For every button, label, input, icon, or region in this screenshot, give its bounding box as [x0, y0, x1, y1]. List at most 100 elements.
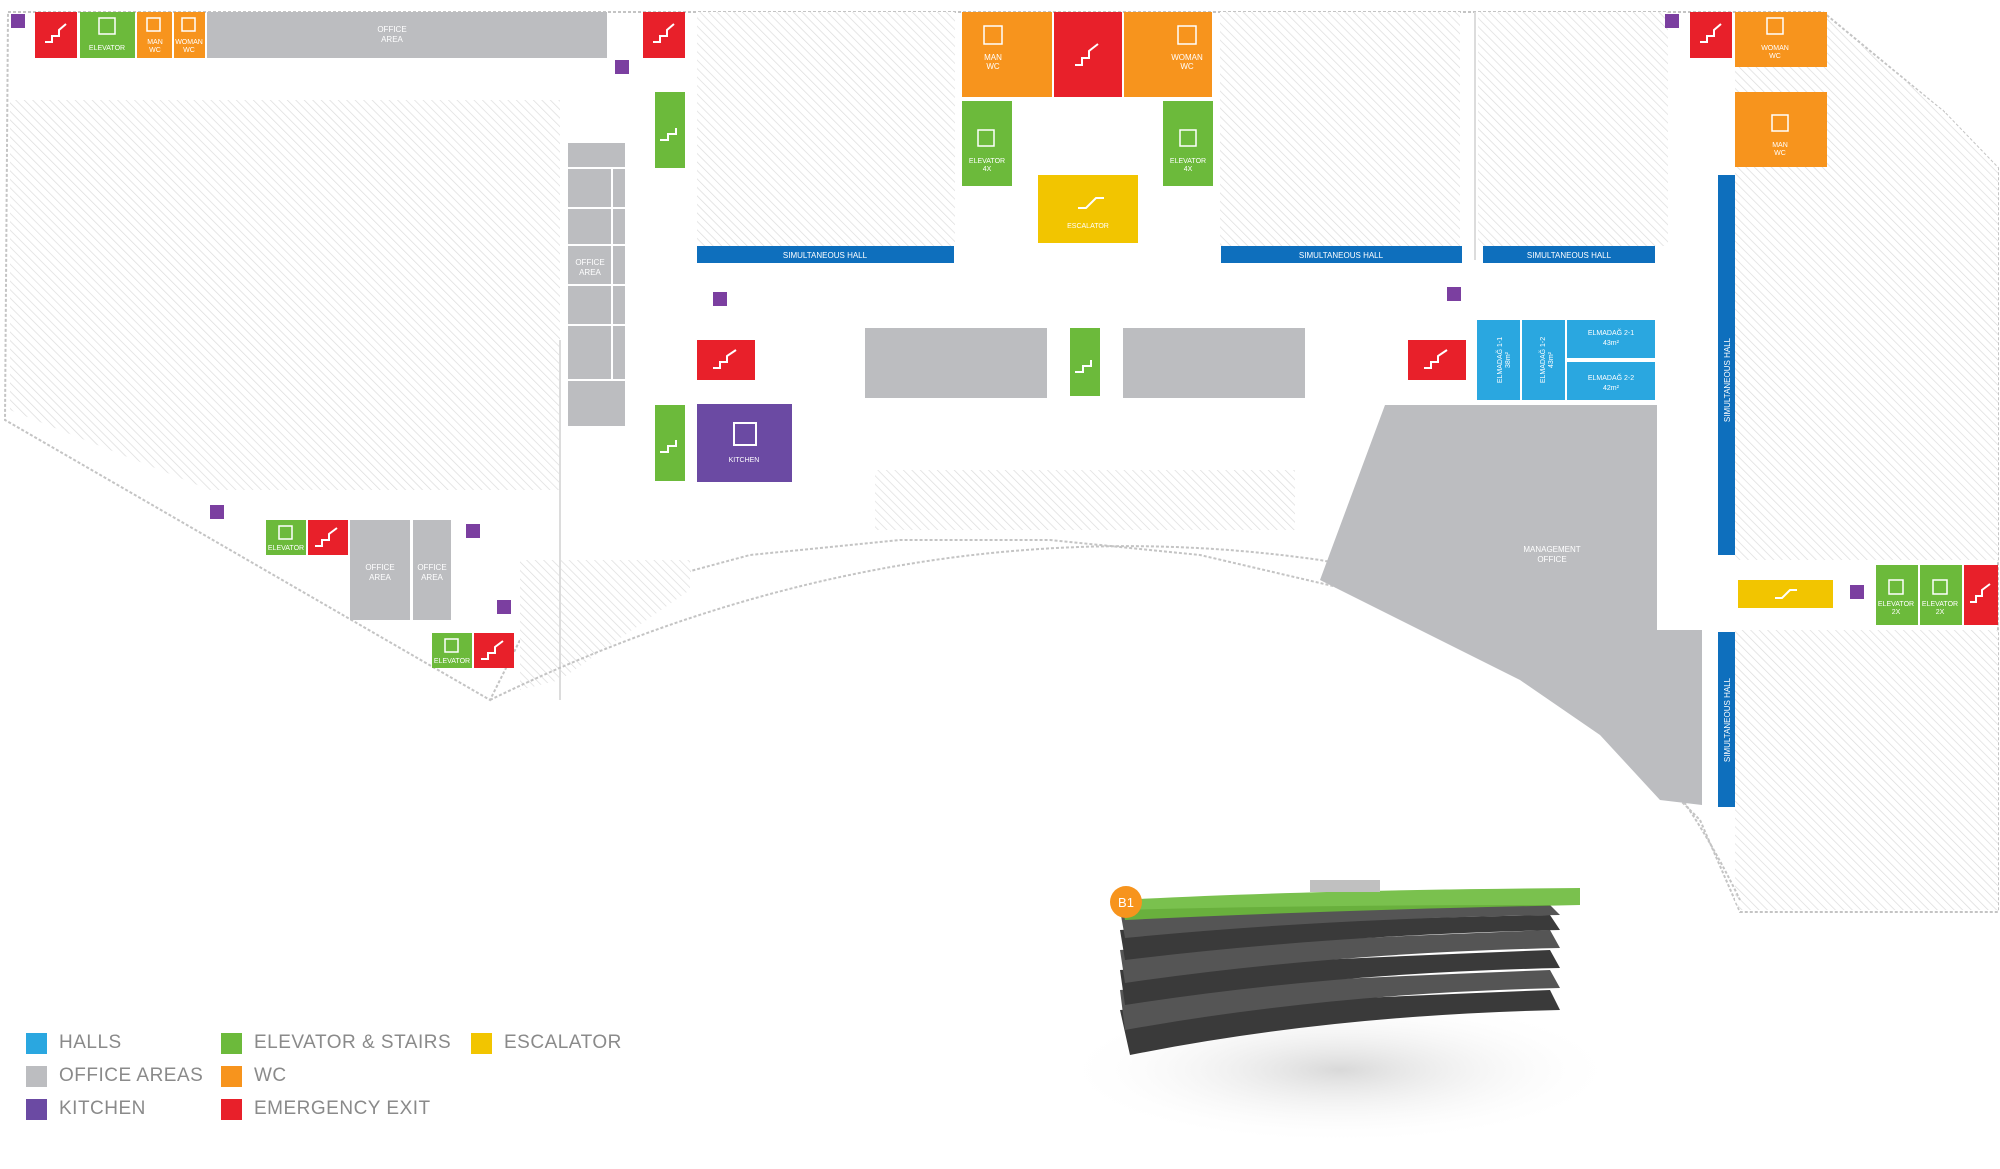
- info-marker-icon: [497, 600, 511, 614]
- stairs-3: [1070, 328, 1100, 396]
- stairs-icon: [660, 128, 677, 141]
- legend-label: OFFICE AREAS: [59, 1065, 204, 1086]
- floor-stack-thumbnail: B1: [1060, 880, 1620, 1145]
- wc-woman-center: [1124, 12, 1212, 97]
- elevators-stairs: ELEVATOR ELEVATOR 4X ELEVATOR 4X ELEVATO…: [80, 12, 1962, 668]
- elevator-icon: [1179, 129, 1197, 147]
- elevator-4x-right: [1163, 101, 1213, 186]
- escalator-icon: [1775, 589, 1797, 599]
- room-elmadag-1-2: [1522, 320, 1565, 400]
- room-label: ELMADAĞ 1-2: [1538, 337, 1547, 383]
- floor-badge-icon: [1110, 886, 1142, 918]
- stairs-1: [655, 92, 685, 168]
- office-area-small-2: [413, 520, 451, 620]
- elevator-icon: [977, 129, 995, 147]
- elevator-2x-2: [1920, 565, 1962, 625]
- office-areas: OFFICE AREA OFFICE AREA OFFICE AREA OFFI…: [207, 12, 1702, 805]
- wc-icon: [1766, 17, 1784, 35]
- elevator-multiplier: 4X: [983, 166, 992, 173]
- elevator-label: ELEVATOR: [89, 45, 125, 52]
- wc-label: WC: [183, 47, 195, 54]
- wc-icon: [146, 17, 161, 32]
- legend-item-escalator: ESCALATOR: [471, 1032, 622, 1054]
- exit-icon: [45, 23, 67, 43]
- legend-item-halls: HALLS: [26, 1032, 122, 1054]
- exit-icon: [1970, 583, 1991, 603]
- stairs-2: [655, 405, 685, 481]
- elevator-icon: [1888, 579, 1904, 595]
- legend-item-kitchen: KITCHEN: [26, 1098, 146, 1120]
- legend-label: EMERGENCY EXIT: [254, 1098, 431, 1119]
- wc-label: WC: [1774, 150, 1786, 157]
- wc-label: WC: [149, 47, 161, 54]
- kitchen-label: KITCHEN: [729, 457, 760, 464]
- wc-icon: [1177, 25, 1197, 45]
- office-area-label: OFFICE: [417, 563, 446, 572]
- room-label: ELMADAĞ 1-1: [1495, 337, 1504, 383]
- legend-item-office: OFFICE AREAS: [26, 1065, 203, 1087]
- exit-icon: [481, 640, 504, 660]
- legend-item-elevator: ELEVATOR & STAIRS: [221, 1032, 451, 1054]
- office-area-label: AREA: [381, 35, 403, 44]
- info-marker-icon: [713, 292, 727, 306]
- hall-label: SIMULTANEOUS HALL: [1723, 337, 1732, 422]
- room-elmadag-2-2: [1567, 362, 1655, 400]
- hall-label: SIMULTANEOUS HALL: [1527, 251, 1612, 260]
- elevator-label: ELEVATOR: [268, 545, 304, 552]
- wc-areas: MAN WC WOMAN WC MAN WC WOMAN WC WOMAN WC…: [137, 12, 1827, 167]
- office-area-label: AREA: [421, 573, 443, 582]
- office-area-label: AREA: [579, 268, 601, 277]
- wc-label: WC: [986, 62, 1000, 71]
- legend-label: ELEVATOR & STAIRS: [254, 1032, 452, 1053]
- hatched-areas: [10, 12, 1998, 910]
- info-markers[interactable]: [11, 14, 1864, 614]
- simultaneous-hall-vertical-2: [1718, 632, 1735, 807]
- room-size: 43m²: [1603, 340, 1620, 347]
- office-area-label: AREA: [369, 573, 391, 582]
- wc-woman-top-left: [174, 12, 205, 58]
- management-office-label: OFFICE: [1537, 555, 1566, 564]
- info-marker-icon: [11, 14, 25, 28]
- stairs-icon: [660, 440, 677, 453]
- legend-label: HALLS: [59, 1032, 122, 1053]
- management-office: [1320, 405, 1702, 805]
- wc-icon: [181, 17, 196, 32]
- wc-woman-right: [1735, 12, 1827, 67]
- wc-label: MAN: [1772, 142, 1788, 149]
- elevator-4x-left: [962, 101, 1012, 186]
- room-label: ELMADAĞ 2-1: [1588, 328, 1634, 337]
- office-area-center-right: [1123, 328, 1305, 398]
- legend-label: KITCHEN: [59, 1098, 146, 1119]
- elevator-2x-1: [1876, 565, 1918, 625]
- hall-label: SIMULTANEOUS HALL: [1299, 251, 1384, 260]
- room-size: 43m²: [1548, 351, 1555, 368]
- office-area-label: OFFICE: [365, 563, 394, 572]
- wc-man-right: [1735, 92, 1827, 167]
- legend-swatch: [221, 1032, 242, 1054]
- elevator-icon: [1932, 579, 1948, 595]
- office-area-label: OFFICE: [377, 25, 406, 34]
- wc-label: WC: [1180, 62, 1194, 71]
- exit-icon: [315, 527, 338, 547]
- legend-swatch: [26, 1065, 47, 1087]
- exit-icon: [713, 349, 737, 369]
- room-size: 38m²: [1505, 351, 1512, 368]
- legend-swatch: [26, 1098, 47, 1120]
- wc-label: MAN: [984, 53, 1002, 62]
- exit-icon: [653, 23, 675, 43]
- hall-label: SIMULTANEOUS HALL: [783, 251, 868, 260]
- wc-man-top-left: [137, 12, 172, 58]
- legend-label: WC: [254, 1065, 287, 1086]
- office-area-label: OFFICE: [575, 258, 604, 267]
- elevator-multiplier: 2X: [1936, 609, 1945, 616]
- office-area-center-left: [865, 328, 1047, 398]
- hall-label: SIMULTANEOUS HALL: [1723, 677, 1732, 762]
- legend-swatch: [471, 1032, 492, 1054]
- escalator-main: [1038, 175, 1138, 243]
- legend-swatch: [221, 1098, 242, 1120]
- legend-item-exit: EMERGENCY EXIT: [221, 1098, 431, 1120]
- exit-icon: [1075, 43, 1099, 66]
- exit-icon: [1700, 23, 1722, 43]
- room-size: 42m²: [1603, 385, 1620, 392]
- floor-badge-label: B1: [1118, 895, 1134, 910]
